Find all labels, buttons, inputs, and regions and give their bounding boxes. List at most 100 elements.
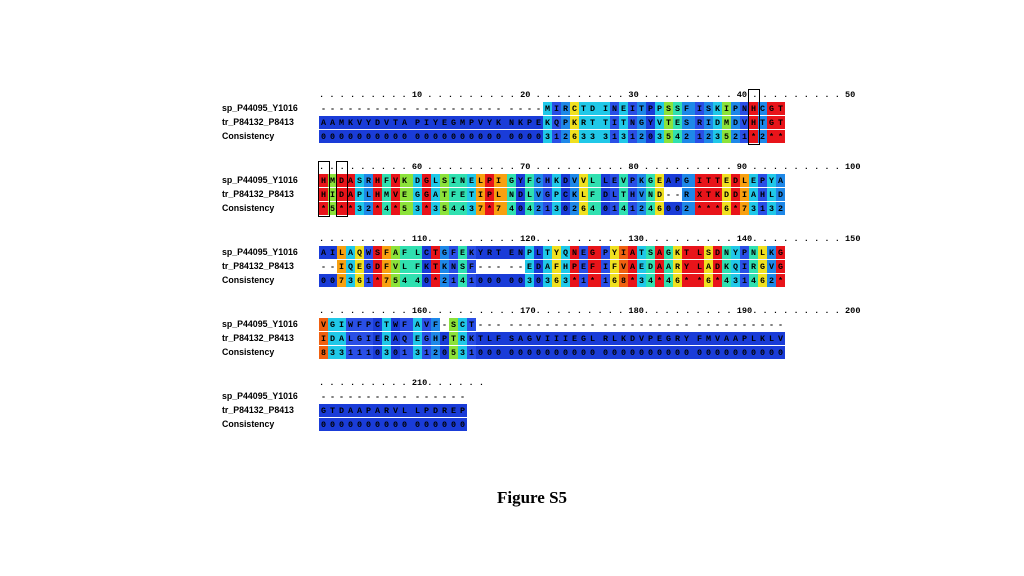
consistency-score: 0 (664, 346, 673, 359)
residue: F (682, 102, 691, 115)
block-spacer (409, 332, 413, 345)
position-ruler: . . . . . . . . . 210. . . . . . (319, 378, 485, 388)
residue: V (619, 174, 628, 187)
residue: A (431, 188, 440, 201)
position-ruler: . . . . . . . . . 10 . . . . . . . . . 2… (319, 90, 856, 100)
consistency-score: 2 (731, 130, 740, 143)
residue: E (440, 116, 449, 129)
consistency-score: 6 (655, 202, 664, 215)
residue: - (516, 102, 525, 115)
residue: L (400, 404, 409, 417)
residue: Y (485, 116, 494, 129)
residue: - (525, 102, 534, 115)
consistency-score: 4 (664, 274, 673, 287)
consistency-score: 1 (740, 130, 749, 143)
residue: M (458, 116, 467, 129)
consistency-score: 0 (713, 346, 722, 359)
consistency-score: 4 (749, 274, 758, 287)
consistency-score: 0 (373, 130, 382, 143)
residue: A (722, 332, 731, 345)
residue: I (337, 318, 346, 331)
seq2-label: tr_P84132_P8413 (222, 261, 294, 271)
seq2-label: tr_P84132_P8413 (222, 117, 294, 127)
residue: P (740, 332, 749, 345)
residue: N (749, 246, 758, 259)
residue: - (355, 390, 364, 403)
residue: A (628, 246, 637, 259)
consistency-score: 4 (646, 202, 655, 215)
residue: K (570, 116, 579, 129)
consistency-score: 4 (458, 274, 467, 287)
residue: - (673, 318, 682, 331)
block-spacer (597, 202, 601, 215)
consistency-score: * (431, 274, 440, 287)
residue: A (355, 404, 364, 417)
block-spacer (503, 174, 507, 187)
consistency-score: * (373, 202, 382, 215)
residue: - (664, 318, 673, 331)
consistency-score: 5 (400, 202, 409, 215)
consistency-score: 3 (619, 130, 628, 143)
consistency-score: 3 (328, 346, 337, 359)
consistency-score: 0 (673, 202, 682, 215)
residue: Y (682, 332, 691, 345)
residue: D (431, 404, 440, 417)
residue: L (749, 332, 758, 345)
residue: I (601, 102, 610, 115)
residue: R (673, 260, 682, 273)
consistency-score: 0 (552, 346, 561, 359)
residue: L (364, 188, 373, 201)
block-spacer (409, 188, 413, 201)
residue: N (449, 260, 458, 273)
residue: C (758, 102, 767, 115)
consistency-score: 0 (601, 202, 610, 215)
consistency-score: 7 (740, 202, 749, 215)
consistency-score: * (695, 274, 704, 287)
residue: S (704, 246, 713, 259)
residue: - (319, 102, 328, 115)
consistency-score: 2 (637, 202, 646, 215)
residue: D (516, 188, 525, 201)
residue: A (543, 260, 552, 273)
consistency-score: 3 (561, 274, 570, 287)
consistency-score: 0 (534, 274, 543, 287)
consistency-score: 0 (431, 130, 440, 143)
residue: A (664, 174, 673, 187)
residue: - (494, 260, 503, 273)
residue: G (758, 260, 767, 273)
consistency-score: * (346, 202, 355, 215)
consistency-score: 0 (449, 130, 458, 143)
residue: - (382, 102, 391, 115)
residue: H (373, 188, 382, 201)
consistency-score: 0 (391, 418, 400, 431)
consistency-score: 0 (570, 346, 579, 359)
residue: T (449, 332, 458, 345)
consistency-score: 4 (449, 202, 458, 215)
consistency-score: 0 (776, 346, 785, 359)
consistency-score: 4 (722, 274, 731, 287)
residue: - (534, 318, 543, 331)
residue: P (485, 174, 494, 187)
block-spacer (691, 202, 695, 215)
block-spacer (409, 116, 413, 129)
consistency-score: 0 (373, 346, 382, 359)
residue: V (382, 116, 391, 129)
residue: C (534, 174, 543, 187)
residue: L (413, 404, 422, 417)
block-spacer (597, 246, 601, 259)
residue: K (767, 246, 776, 259)
residue: - (440, 390, 449, 403)
residue: Y (731, 246, 740, 259)
residue: G (646, 174, 655, 187)
residue: G (579, 332, 588, 345)
consistency-score: 2 (767, 274, 776, 287)
residue: R (458, 332, 467, 345)
block-spacer (691, 246, 695, 259)
residue: K (467, 332, 476, 345)
highlight-box (336, 161, 348, 217)
residue: A (704, 260, 713, 273)
consistency-score: 0 (507, 130, 516, 143)
consistency-score: 2 (534, 202, 543, 215)
